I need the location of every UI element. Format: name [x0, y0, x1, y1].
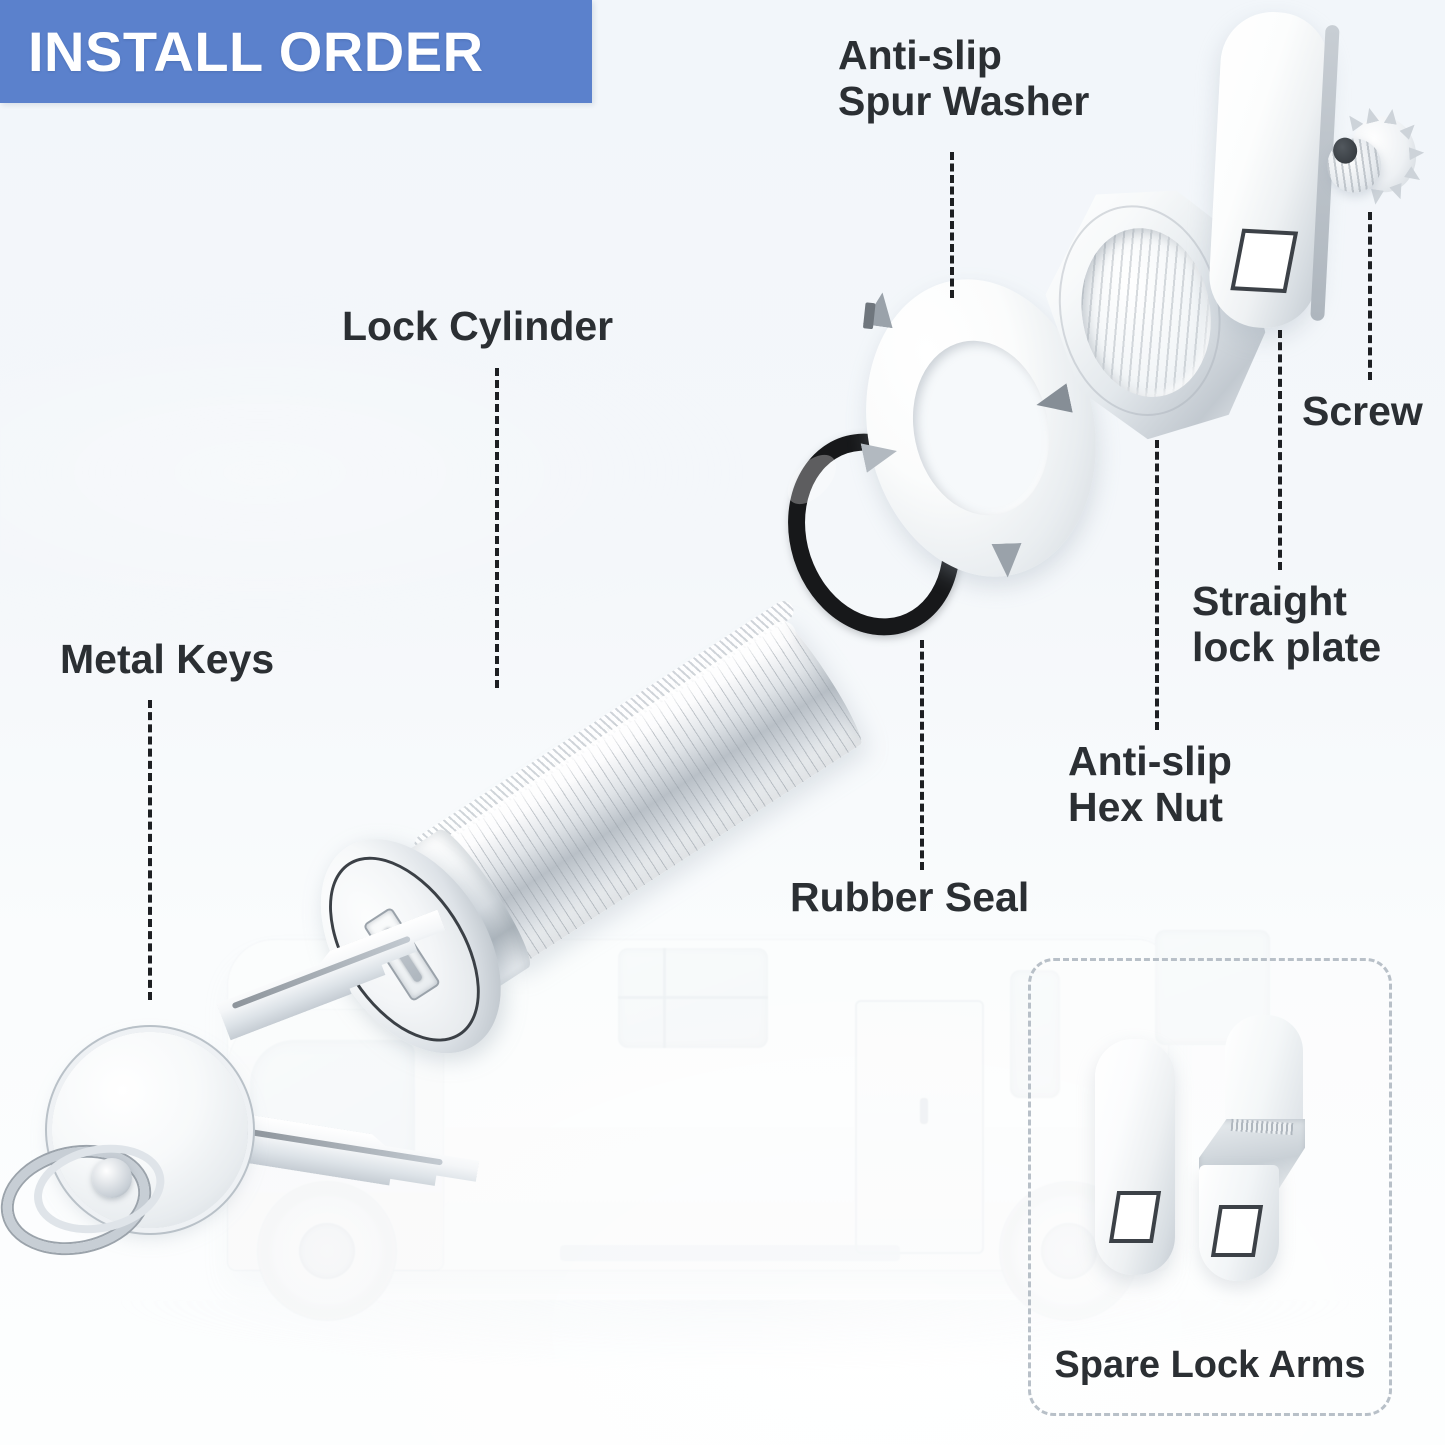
background-ground	[120, 1300, 1350, 1370]
screw-part	[1321, 112, 1422, 212]
key-blade-1	[213, 910, 454, 1041]
spare-arm-offset	[1197, 1015, 1309, 1281]
rv-window-1	[618, 948, 768, 1048]
label-straight-lock-plate: Straight lock plate	[1192, 578, 1382, 671]
label-anti-slip-hex-nut: Anti-slip Hex Nut	[1068, 738, 1232, 831]
label-anti-slip-spur-washer: Anti-slip Spur Washer	[838, 32, 1090, 125]
rv-wheel-front	[258, 1182, 396, 1320]
banner-title: INSTALL ORDER	[28, 20, 484, 83]
leader-line-screw	[1368, 212, 1372, 380]
leader-line-hex-nut	[1155, 440, 1159, 730]
label-screw: Screw	[1302, 388, 1423, 434]
rv-step	[560, 1245, 900, 1261]
straight-lock-plate-part	[1206, 9, 1340, 331]
spare-arm-offset-slot	[1210, 1205, 1264, 1257]
key-blade-2	[226, 1112, 480, 1199]
lock-plate-cam-slot	[1230, 228, 1299, 294]
leader-line-metal-keys	[148, 700, 152, 1000]
label-lock-cylinder: Lock Cylinder	[342, 303, 614, 349]
rv-door-handle	[920, 1098, 928, 1124]
key-ring-post	[92, 1158, 132, 1198]
spare-arm-straight-slot	[1108, 1191, 1162, 1243]
label-rubber-seal: Rubber Seal	[790, 874, 1030, 920]
metal-keys-part	[0, 930, 480, 1330]
rv-door	[855, 1000, 984, 1254]
label-metal-keys: Metal Keys	[60, 636, 275, 682]
spare-lock-arms-caption: Spare Lock Arms	[1054, 1344, 1366, 1386]
leader-line-straight-lock-plate	[1278, 330, 1282, 570]
leader-line-rubber-seal	[920, 640, 924, 870]
key-groove-1	[231, 936, 411, 1010]
spare-arm-straight	[1095, 1039, 1175, 1275]
spare-lock-arms-box: Spare Lock Arms	[1028, 958, 1392, 1416]
install-order-banner: INSTALL ORDER	[0, 0, 592, 103]
leader-line-spur-washer	[950, 152, 954, 298]
key-ring	[0, 1133, 160, 1267]
leader-line-lock-cylinder	[495, 368, 499, 688]
key-groove-2	[244, 1128, 442, 1165]
rv-window-2	[1010, 970, 1060, 1098]
